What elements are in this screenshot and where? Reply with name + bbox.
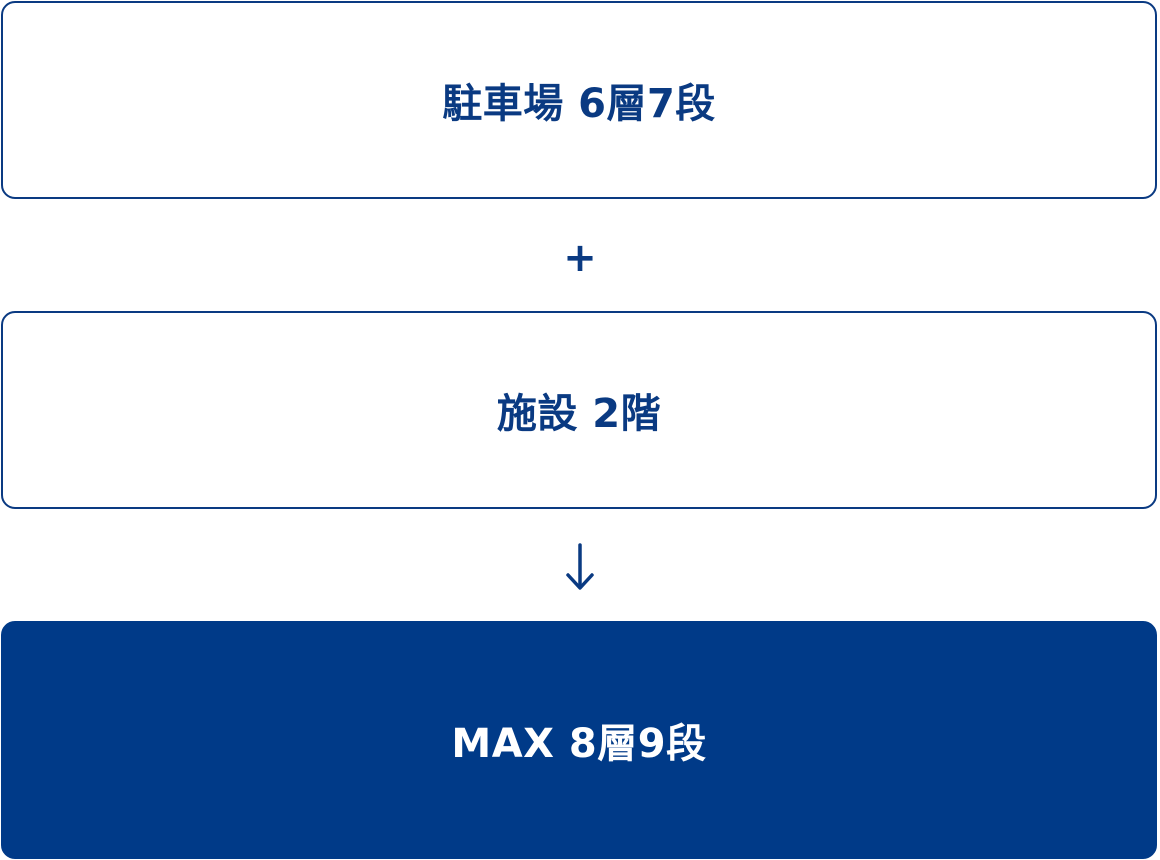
- facility-label: 施設 2階: [496, 391, 662, 437]
- down-arrow-icon-svg: [566, 543, 594, 590]
- result-label: MAX 8層9段: [451, 721, 707, 767]
- parking-box: 駐車場 6層7段: [1, 1, 1157, 199]
- plus-sign: +: [563, 235, 597, 281]
- down-arrow-icon: [0, 537, 1160, 597]
- facility-box: 施設 2階: [1, 311, 1157, 509]
- result-box: MAX 8層9段: [1, 621, 1157, 859]
- parking-label: 駐車場 6層7段: [442, 81, 716, 127]
